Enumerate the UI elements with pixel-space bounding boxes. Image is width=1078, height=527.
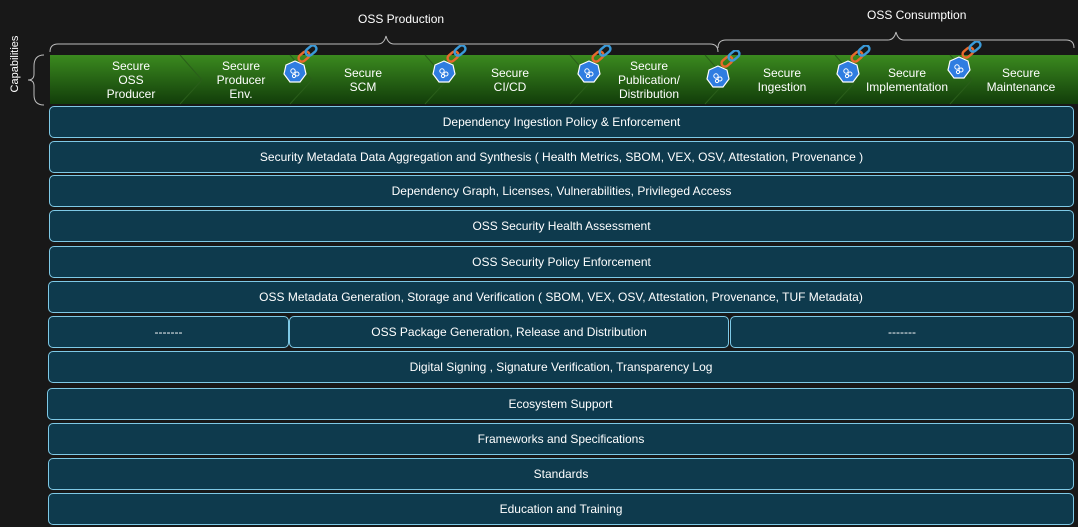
stage-secure-maintenance: Secure Maintenance bbox=[986, 66, 1056, 94]
stage-band bbox=[27, 31, 1078, 106]
row-oss-security-policy-enforcement: OSS Security Policy Enforcement bbox=[49, 246, 1074, 278]
row-digital-signing: Digital Signing , Signature Verification… bbox=[48, 351, 1074, 383]
row-ecosystem-support: Ecosystem Support bbox=[47, 388, 1074, 420]
row-oss-security-health-assessment: OSS Security Health Assessment bbox=[49, 210, 1074, 242]
row-dependency-ingestion-policy: Dependency Ingestion Policy & Enforcemen… bbox=[49, 106, 1074, 138]
chain-link-icon bbox=[576, 45, 614, 84]
stage-secure-scm: Secure SCM bbox=[343, 66, 383, 94]
chain-link-icon bbox=[282, 45, 320, 84]
oss-production-label: OSS Production bbox=[358, 12, 445, 26]
row-split-right: ------- bbox=[730, 316, 1074, 348]
stage-secure-producer-env: Secure Producer Env. bbox=[216, 59, 266, 101]
stage-separator bbox=[179, 54, 203, 105]
chain-link-icon bbox=[705, 50, 743, 89]
chain-link-icon bbox=[835, 45, 873, 84]
row-split-left: ------- bbox=[48, 316, 289, 348]
production-brace bbox=[49, 35, 719, 53]
stage-secure-cicd: Secure CI/CD bbox=[490, 66, 530, 94]
row-security-metadata-aggregation: Security Metadata Data Aggregation and S… bbox=[49, 141, 1074, 173]
chain-link-icon bbox=[431, 45, 469, 84]
row-oss-package-generation: OSS Package Generation, Release and Dist… bbox=[289, 316, 729, 348]
oss-consumption-label: OSS Consumption bbox=[867, 8, 967, 22]
capabilities-brace bbox=[27, 54, 45, 106]
row-standards: Standards bbox=[48, 458, 1074, 490]
stage-secure-implementation: Secure Implementation bbox=[865, 66, 949, 94]
consumption-brace bbox=[717, 31, 1075, 49]
stage-secure-oss-producer: Secure OSS Producer bbox=[106, 59, 156, 101]
stage-secure-ingestion: Secure Ingestion bbox=[757, 66, 807, 94]
stage-secure-publication-distribution: Secure Publication/ Distribution bbox=[617, 59, 681, 101]
row-frameworks-specifications: Frameworks and Specifications bbox=[48, 423, 1074, 455]
row-oss-metadata-generation: OSS Metadata Generation, Storage and Ver… bbox=[48, 281, 1074, 313]
chain-link-icon bbox=[946, 41, 984, 80]
row-education-training: Education and Training bbox=[48, 493, 1074, 525]
stage-band-fill bbox=[50, 55, 1078, 104]
row-dependency-graph: Dependency Graph, Licenses, Vulnerabilit… bbox=[49, 175, 1074, 207]
